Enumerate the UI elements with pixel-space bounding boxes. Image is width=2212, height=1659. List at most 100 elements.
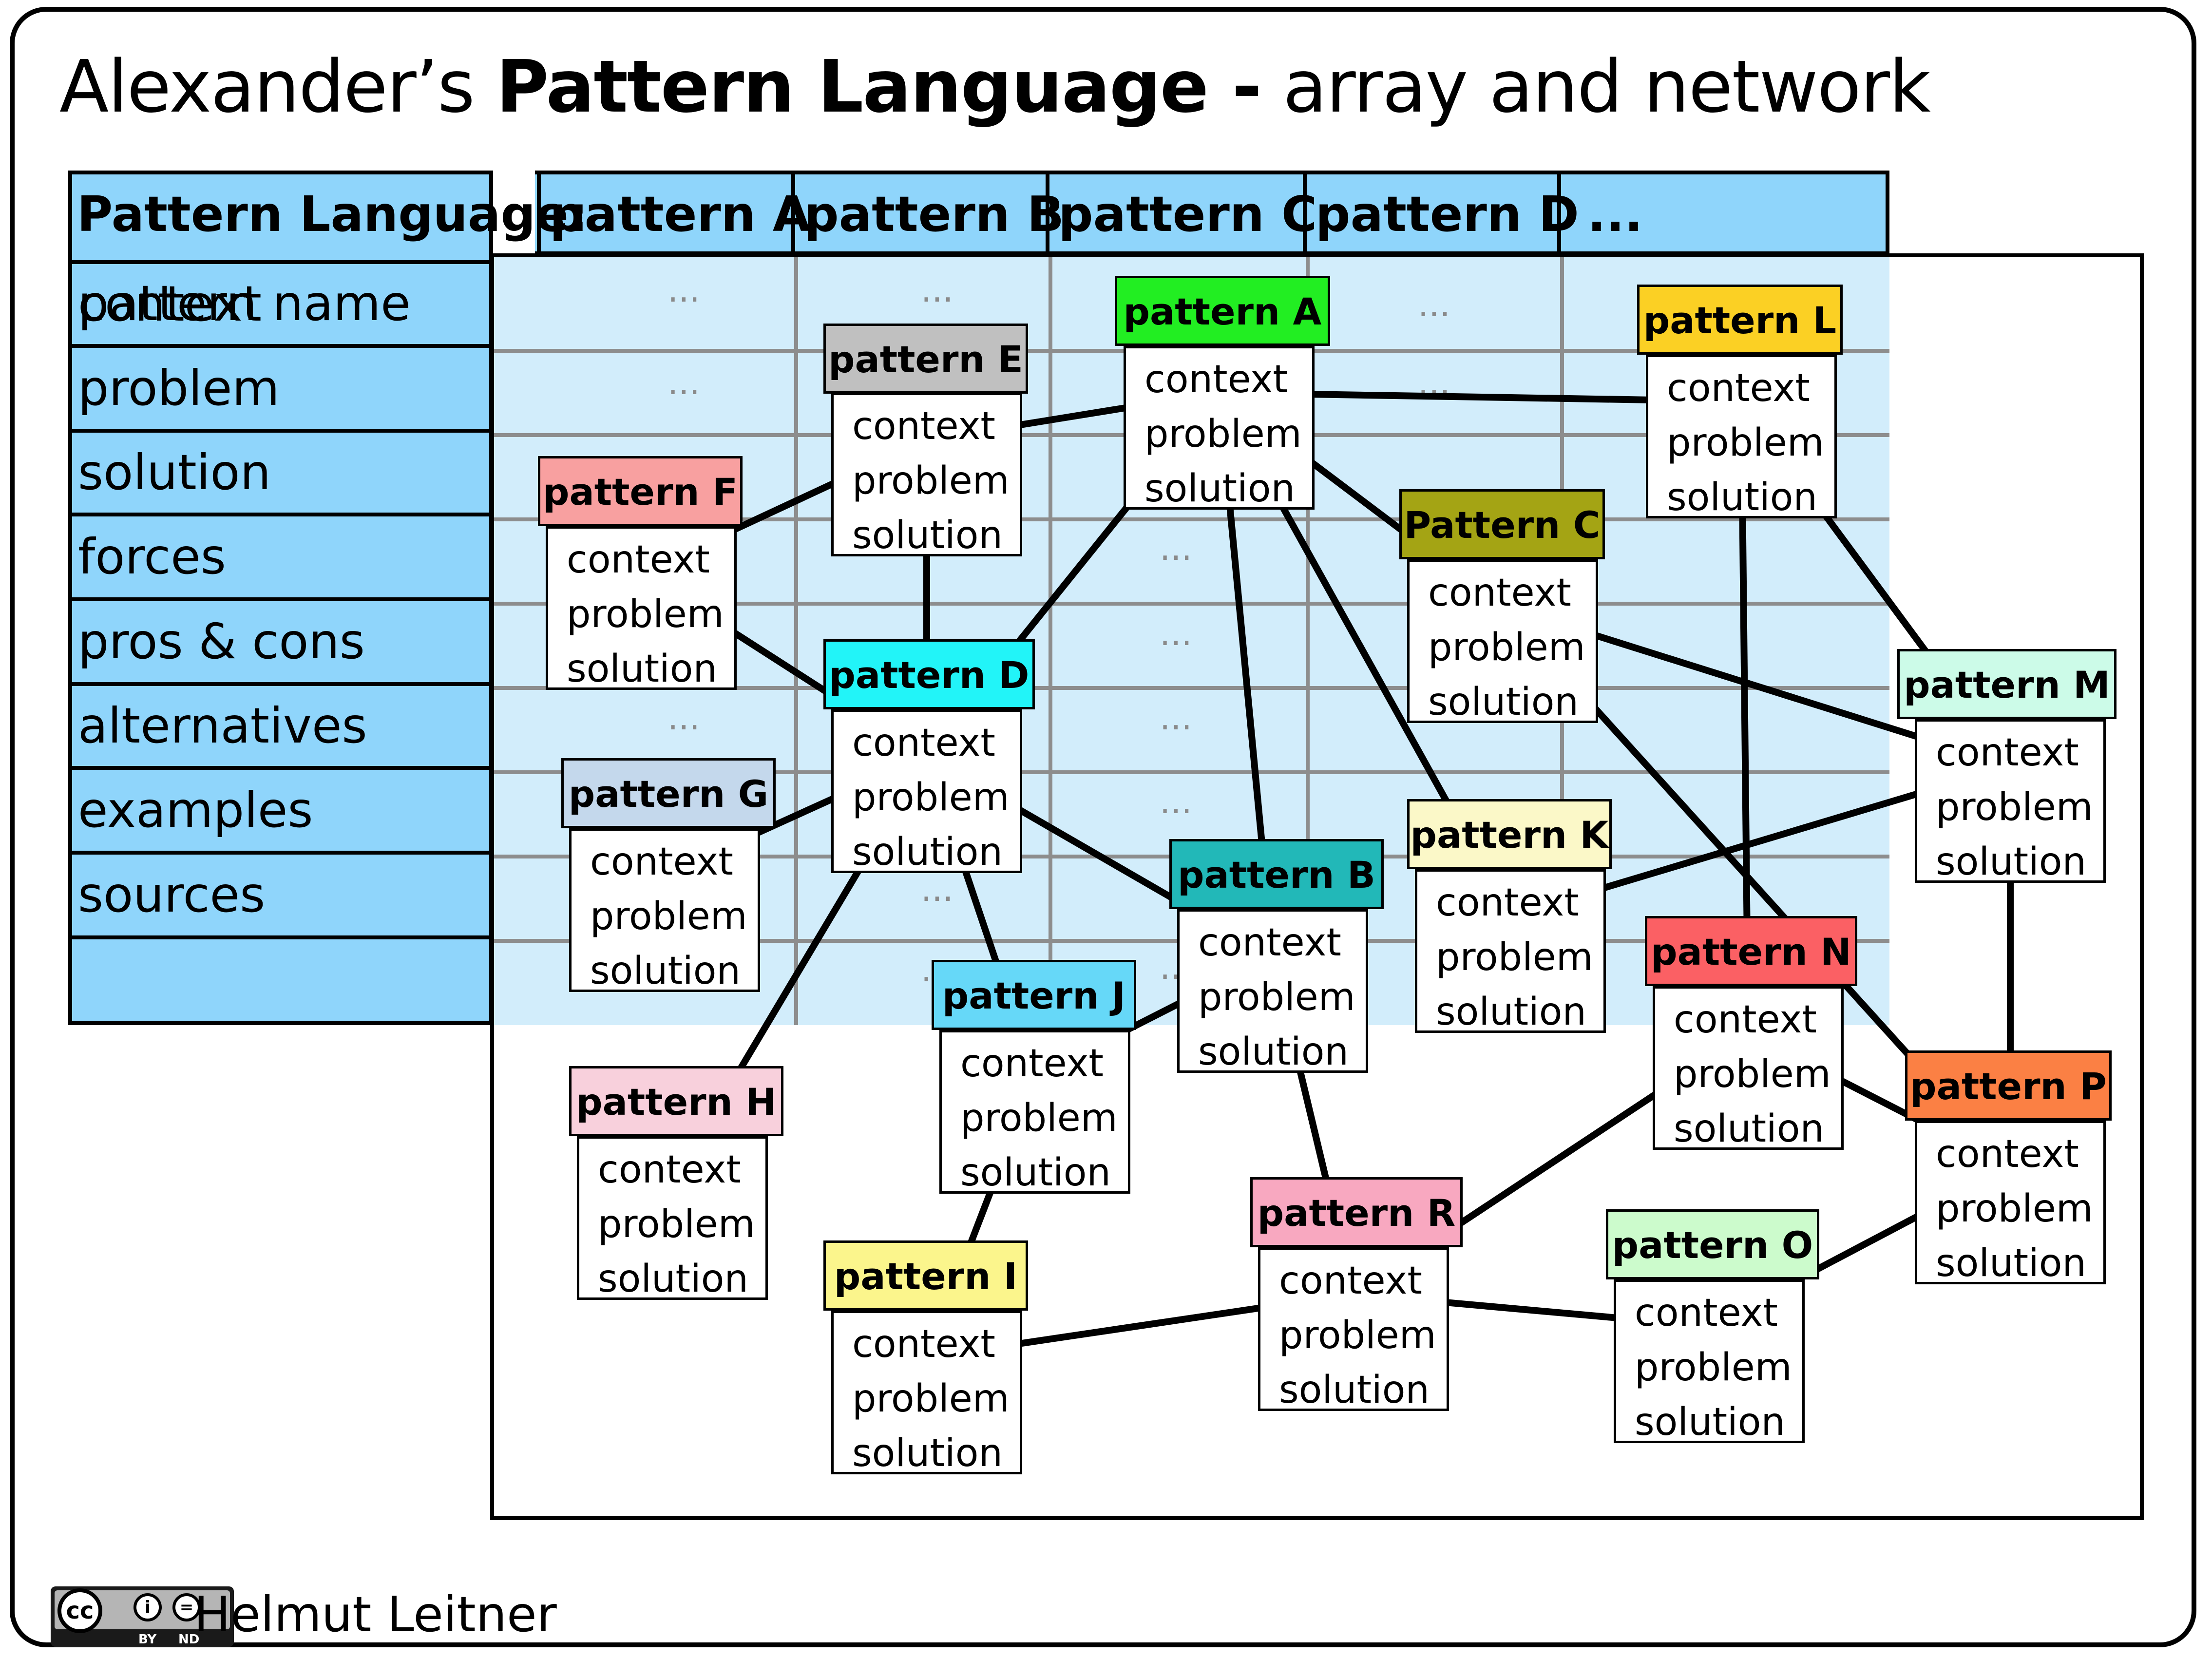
- pattern-body-line: context: [1144, 358, 1288, 401]
- pattern-body-line: problem: [1144, 412, 1302, 456]
- row-header: examples: [78, 782, 313, 839]
- pattern-title[interactable]: pattern D: [823, 639, 1035, 709]
- pattern-body-line: context: [567, 538, 710, 582]
- pattern-body-line: context: [852, 404, 995, 448]
- row-header: problem: [78, 360, 280, 417]
- license-nd-label: ND: [178, 1632, 200, 1647]
- pattern-title[interactable]: pattern I: [823, 1240, 1028, 1311]
- pattern-title[interactable]: pattern A: [1115, 276, 1330, 346]
- pattern-body-line: solution: [852, 830, 1003, 874]
- grid-cell-ellipsis: ...: [1160, 782, 1192, 821]
- pattern-body-line: problem: [567, 592, 724, 636]
- pattern-body-line: solution: [1674, 1107, 1824, 1151]
- row-header: sources: [78, 866, 266, 923]
- column-header: ...: [1587, 186, 1643, 243]
- pattern-body-line: context: [1635, 1291, 1778, 1335]
- pattern-body-line: solution: [590, 949, 741, 993]
- grid-cell-ellipsis: ...: [1418, 285, 1450, 324]
- pattern-title[interactable]: Pattern C: [1399, 489, 1605, 559]
- pattern-body: context problem solution: [1915, 719, 2106, 884]
- pattern-body: context problem solution: [1614, 1279, 1805, 1444]
- pattern-body: context problem solution: [546, 526, 737, 691]
- pattern-body-line: context: [1428, 571, 1571, 615]
- pattern-body-line: problem: [1674, 1052, 1831, 1096]
- column-header: pattern D: [1316, 186, 1579, 243]
- grid-cell-ellipsis: ...: [1160, 528, 1192, 568]
- pattern-body-line: context: [1936, 1132, 2079, 1176]
- header-separator: [537, 171, 541, 255]
- grid-cell-ellipsis: ...: [921, 270, 953, 310]
- pattern-body-line: problem: [598, 1202, 755, 1246]
- pattern-body-line: solution: [1936, 840, 2086, 884]
- pattern-body-line: context: [1936, 731, 2079, 775]
- pattern-body-line: solution: [1667, 476, 1817, 519]
- pattern-body: context problem solution: [831, 709, 1022, 874]
- pattern-body-line: context: [1667, 366, 1810, 410]
- pattern-title[interactable]: pattern N: [1645, 916, 1857, 986]
- page-title: Alexander’s Pattern Language - array and…: [59, 45, 1931, 129]
- header-separator: [791, 171, 795, 255]
- pattern-title[interactable]: pattern P: [1905, 1050, 2112, 1121]
- pattern-title[interactable]: pattern K: [1407, 799, 1612, 869]
- pattern-title[interactable]: pattern O: [1606, 1209, 1819, 1279]
- pattern-title[interactable]: pattern L: [1637, 285, 1843, 355]
- grid-column-line: [794, 255, 798, 1025]
- pattern-title[interactable]: pattern R: [1250, 1177, 1463, 1247]
- pattern-body-line: context: [852, 1322, 995, 1366]
- row-header: pros & cons: [78, 613, 365, 670]
- pattern-body: context problem solution: [1653, 986, 1844, 1151]
- pattern-body-line: problem: [852, 776, 1010, 820]
- pattern-title[interactable]: pattern J: [932, 960, 1136, 1030]
- row-header: alternatives: [78, 697, 367, 754]
- grid-column-line: [1049, 255, 1052, 1025]
- grid-cell-ellipsis: ...: [667, 698, 700, 738]
- pattern-body-line: context: [1674, 998, 1817, 1042]
- header-separator: [1557, 171, 1561, 255]
- attribute-row-divider: [72, 851, 489, 855]
- pattern-title[interactable]: pattern E: [823, 324, 1028, 394]
- grid-row-line: [493, 517, 1889, 521]
- pattern-body-line: context: [960, 1042, 1104, 1086]
- header-separator: [1046, 171, 1049, 255]
- pattern-title[interactable]: pattern F: [538, 456, 743, 526]
- row-header: forces: [78, 528, 226, 585]
- row-header: pattern name: [78, 275, 411, 332]
- pattern-body-line: solution: [1635, 1400, 1785, 1444]
- grid-row-line: [493, 770, 1889, 774]
- pattern-body-line: problem: [960, 1096, 1118, 1140]
- pattern-title[interactable]: pattern B: [1169, 839, 1384, 909]
- attribute-row-divider: [72, 597, 489, 601]
- pattern-body-line: solution: [567, 647, 717, 691]
- pattern-body-line: problem: [1936, 785, 2093, 829]
- grid-cell-ellipsis: ...: [921, 869, 953, 909]
- author-name: Helmut Leitner: [194, 1586, 557, 1643]
- pattern-body-line: context: [1279, 1259, 1422, 1303]
- column-header: pattern A: [550, 186, 811, 243]
- pattern-body-line: context: [590, 840, 733, 884]
- pattern-title[interactable]: pattern G: [561, 758, 776, 828]
- attribute-row-divider: [72, 429, 489, 433]
- pattern-body-line: solution: [1936, 1241, 2086, 1285]
- pattern-body-line: problem: [852, 459, 1010, 503]
- pattern-body-line: problem: [1436, 935, 1593, 979]
- attribute-row-divider: [72, 344, 489, 348]
- no-derivatives-icon: =: [172, 1593, 201, 1621]
- column-header: pattern C: [1058, 186, 1317, 243]
- pattern-body-line: problem: [1635, 1346, 1792, 1390]
- pattern-title[interactable]: pattern H: [569, 1066, 783, 1136]
- grid-cell-ellipsis: ...: [667, 270, 700, 310]
- pattern-body-line: context: [1436, 881, 1579, 925]
- license-by-label: BY: [138, 1632, 157, 1647]
- pattern-body-line: context: [852, 721, 995, 765]
- attribute-row-divider: [72, 766, 489, 770]
- network-frame: [490, 253, 2144, 1520]
- pattern-title[interactable]: pattern M: [1897, 649, 2117, 719]
